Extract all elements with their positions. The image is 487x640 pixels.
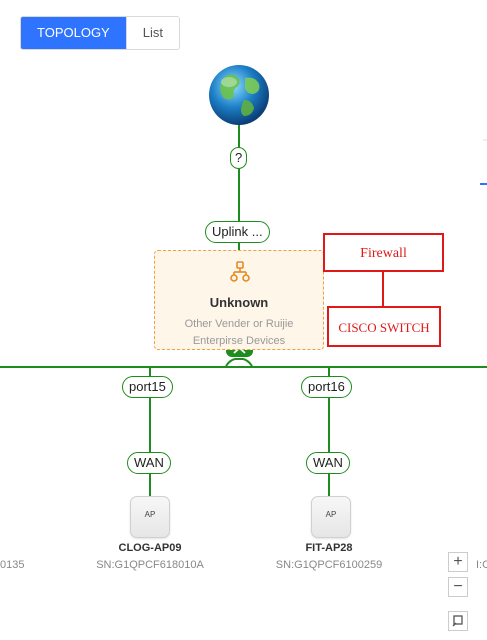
subtitle-line-2: Enterpirse Devices <box>192 335 286 347</box>
ap-tile-label: AP <box>144 510 156 519</box>
internet-link-badge[interactable]: ? <box>230 147 248 169</box>
view-toggle: TOPOLOGY List <box>20 16 180 50</box>
ap-device-label-1: CLOG-AP09 SN:G1QPCF618010A <box>90 542 210 571</box>
ap-device-label-2: FIT-AP28 SN:G1QPCF6100259 <box>269 542 389 571</box>
fit-view-icon <box>452 615 463 627</box>
fit-view-button[interactable] <box>448 611 468 631</box>
wan-badge-2[interactable]: WAN <box>306 452 350 474</box>
zoom-in-button[interactable]: + <box>448 552 468 572</box>
uplink-port-badge[interactable]: Uplink ... <box>205 221 270 243</box>
wan-badge-1[interactable]: WAN <box>127 452 171 474</box>
ap-device-icon-1[interactable]: AP <box>130 496 170 538</box>
unknown-device-title: Unknown <box>209 295 269 310</box>
device-serial: SN:G1QPCF618010A <box>96 559 204 571</box>
bus-junction <box>225 358 253 367</box>
cisco-switch-annotation: CISCO SWITCH <box>327 306 441 347</box>
unknown-device-node[interactable]: Unknown Other Vender or Ruijie Enterpirs… <box>154 250 324 350</box>
unknown-device-subtitle: Other Vender or Ruijie Enterpirse Device… <box>159 316 319 350</box>
network-icon <box>230 261 250 282</box>
cutoff-device-text: I:C <box>476 559 487 571</box>
firewall-annotation: Firewall <box>323 233 444 272</box>
device-name: CLOG-AP09 <box>118 542 182 554</box>
globe-icon[interactable] <box>209 65 269 125</box>
port-badge-1[interactable]: port15 <box>122 376 173 398</box>
ap-device-icon-2[interactable]: AP <box>311 496 351 538</box>
port-badge-2[interactable]: port16 <box>301 376 352 398</box>
topology-tab[interactable]: TOPOLOGY <box>21 17 126 49</box>
cutoff-device-serial: 0135 <box>0 559 25 571</box>
list-tab[interactable]: List <box>125 17 179 49</box>
device-serial: SN:G1QPCF6100259 <box>275 559 383 571</box>
ap-tile-label: AP <box>325 510 337 519</box>
zoom-out-button[interactable]: − <box>448 577 468 597</box>
device-name: FIT-AP28 <box>305 542 353 554</box>
subtitle-line-1: Other Vender or Ruijie <box>184 318 294 330</box>
